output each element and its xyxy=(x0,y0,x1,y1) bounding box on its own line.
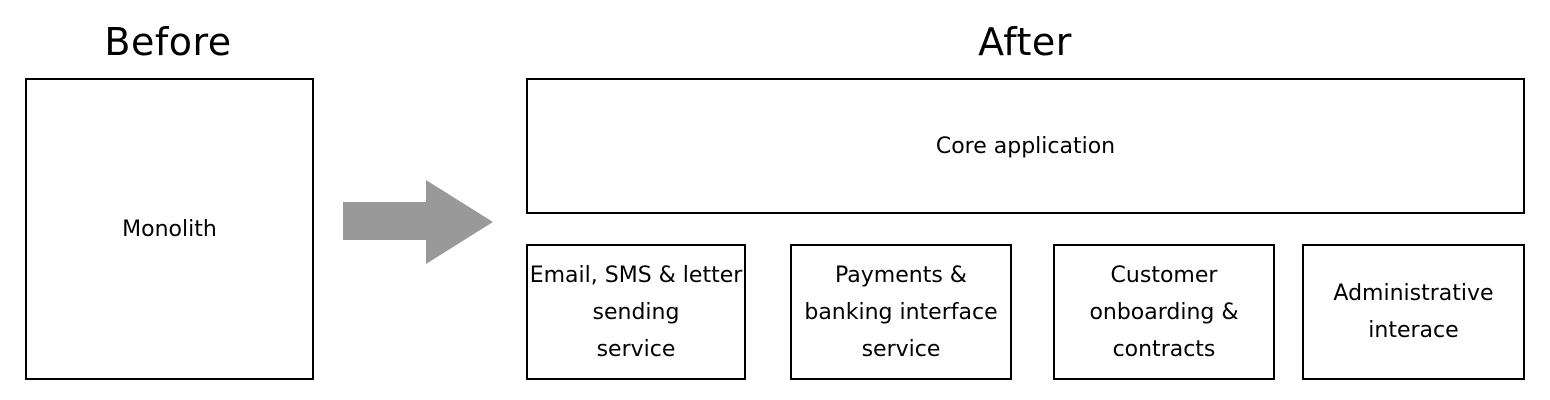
service-label: Administrative interace xyxy=(1333,281,1494,343)
service-label: Customer onboarding & contracts xyxy=(1089,262,1239,362)
service-label: Payments & banking interface service xyxy=(804,262,998,362)
monolith-label: Monolith xyxy=(122,216,217,242)
right-arrow-icon xyxy=(343,180,493,264)
core-application-label: Core application xyxy=(935,133,1116,159)
core-application-box: Core application xyxy=(526,78,1525,214)
arrow-shape xyxy=(343,180,493,264)
service-box-messaging: Email, SMS & letter sending service xyxy=(526,244,746,380)
service-box-onboarding: Customer onboarding & contracts xyxy=(1053,244,1275,380)
monolith-box: Monolith xyxy=(25,78,314,380)
service-label: Email, SMS & letter sending service xyxy=(529,262,743,362)
service-box-payments: Payments & banking interface service xyxy=(790,244,1012,380)
before-heading: Before xyxy=(104,20,232,64)
service-box-administrative: Administrative interace xyxy=(1302,244,1525,380)
after-heading: After xyxy=(978,20,1072,64)
